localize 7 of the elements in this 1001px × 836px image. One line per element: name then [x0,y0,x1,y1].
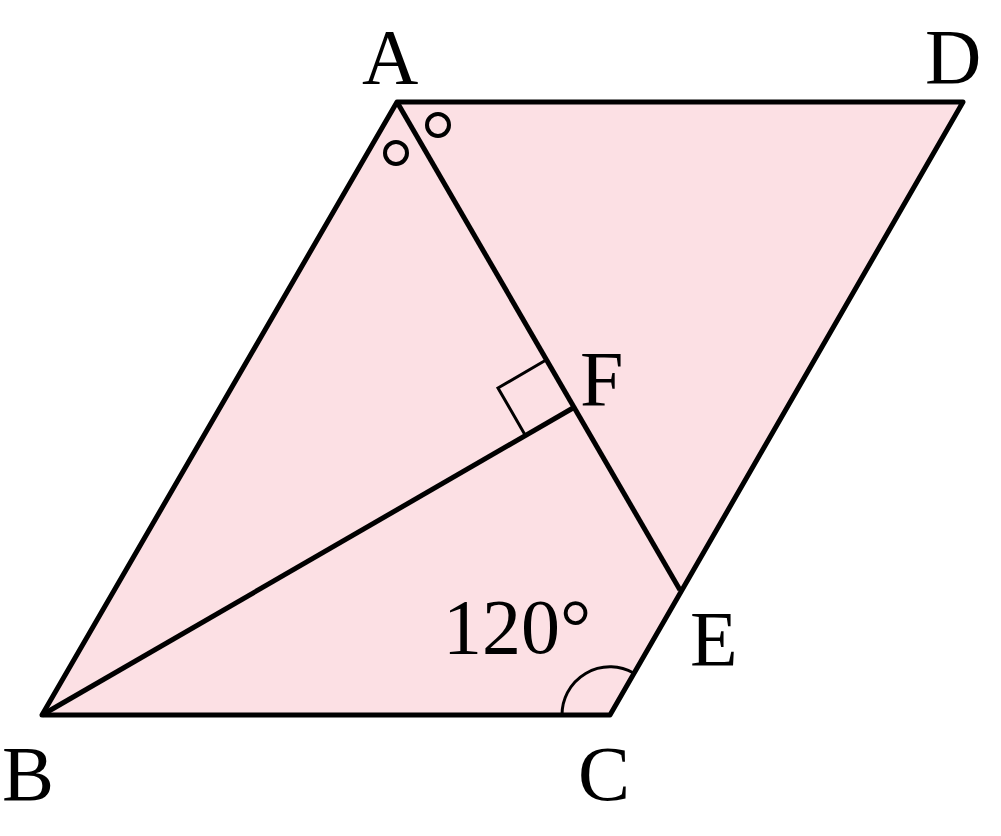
point-label: F [580,340,624,418]
angle-label: 120° [443,588,592,666]
point-label: D [925,18,982,96]
point-label: A [362,18,419,96]
point-label: B [2,735,55,813]
point-label: C [578,735,631,813]
point-label: E [690,600,738,678]
